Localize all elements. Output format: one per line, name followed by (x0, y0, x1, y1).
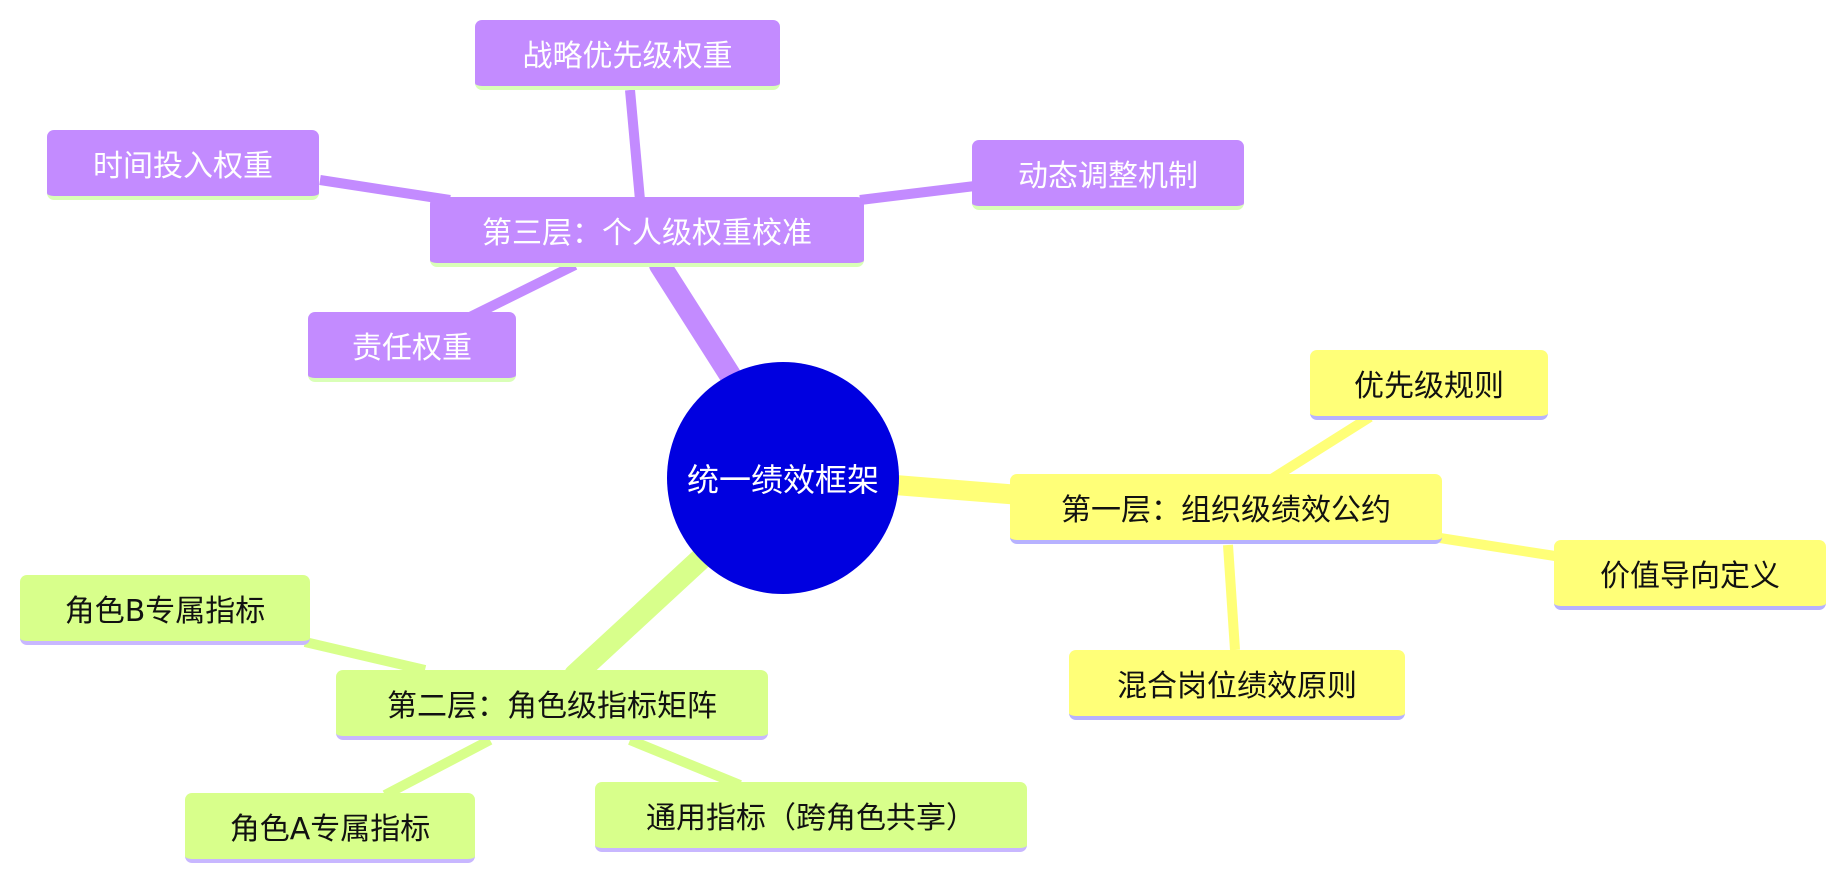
link-layer1-priority (1267, 412, 1373, 485)
link-layer3-dynamic (859, 181, 976, 205)
layer2-child-role-a-metrics[interactable]: 角色A专属指标 (185, 793, 475, 863)
layer1-node[interactable]: 第一层：组织级绩效公约 (1010, 474, 1442, 544)
layer2-child-role-b-metrics[interactable]: 角色B专属指标 (20, 575, 310, 645)
layer3-child-responsibility-weight[interactable]: 责任权重 (308, 312, 516, 382)
layer2-node[interactable]: 第二层：角色级指标矩阵 (336, 670, 768, 740)
layer1-child-mixed-role-principles[interactable]: 混合岗位绩效原则 (1069, 650, 1405, 720)
layer2-child-common-metrics[interactable]: 通用指标（跨角色共享） (595, 782, 1027, 852)
layer3-child-strategic-priority-weight[interactable]: 战略优先级权重 (475, 20, 780, 90)
link-layer1-value (1439, 533, 1556, 561)
link-center-layer3 (649, 254, 741, 386)
link-layer1-mixed (1223, 544, 1240, 651)
layer3-node[interactable]: 第三层：个人级权重校准 (430, 197, 864, 267)
link-layer3-responsibility (467, 260, 578, 322)
layer3-child-time-investment-weight[interactable]: 时间投入权重 (47, 130, 319, 200)
link-layer3-time (319, 175, 451, 205)
link-layer2-roleb (303, 637, 427, 675)
layer1-child-priority-rules[interactable]: 优先级规则 (1310, 350, 1548, 420)
link-layer2-common (628, 735, 742, 790)
link-center-layer2 (564, 544, 716, 686)
center-node[interactable]: 统一绩效框架 (667, 362, 899, 594)
link-layer2-rolea (382, 735, 493, 800)
link-center-layer1 (885, 475, 1030, 505)
layer3-child-dynamic-adjustment[interactable]: 动态调整机制 (972, 140, 1244, 210)
link-layer3-strategic (625, 89, 645, 201)
layer1-child-value-orientation[interactable]: 价值导向定义 (1554, 540, 1826, 610)
